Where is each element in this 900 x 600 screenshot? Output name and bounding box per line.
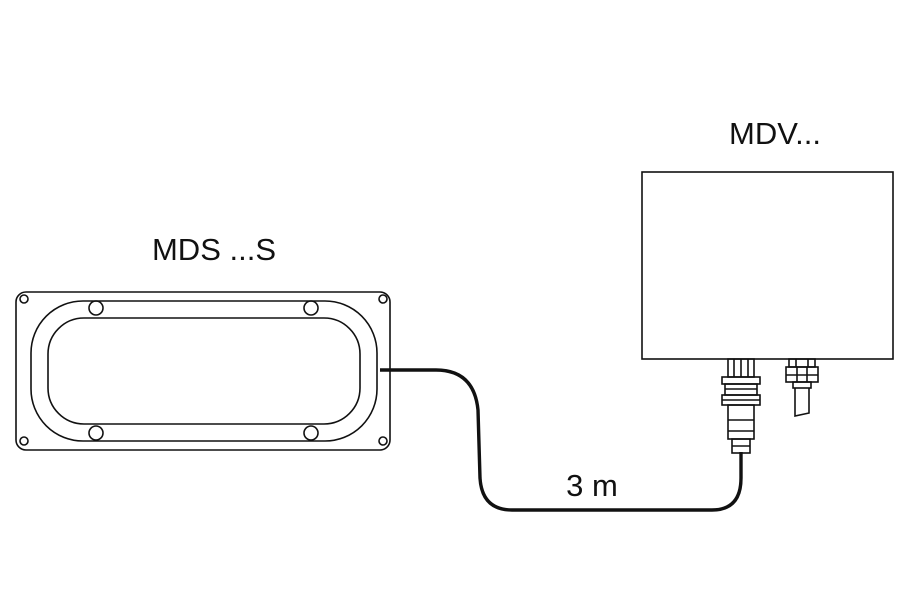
sensor-outer-ring (30, 300, 378, 442)
unit-label: MDV... (729, 116, 821, 151)
corner-hole-tr (378, 294, 388, 304)
corner-hole-br (378, 436, 388, 446)
screw-hole-1 (88, 300, 104, 316)
unit-mdv (641, 171, 894, 454)
sensor-inner-ring (47, 317, 361, 425)
corner-hole-tl (19, 294, 29, 304)
cable-gland (785, 358, 819, 417)
sensor-mds (15, 291, 391, 451)
screw-hole-4 (303, 425, 319, 441)
corner-hole-bl (19, 436, 29, 446)
screw-hole-3 (88, 425, 104, 441)
unit-housing (641, 171, 894, 360)
sensor-label: MDS ...S (152, 232, 276, 267)
screw-hole-2 (303, 300, 319, 316)
cable-length-label: 3 m (566, 468, 618, 503)
plug-connector (721, 358, 761, 454)
cable (380, 368, 743, 512)
sensor-outer-plate (15, 291, 391, 451)
